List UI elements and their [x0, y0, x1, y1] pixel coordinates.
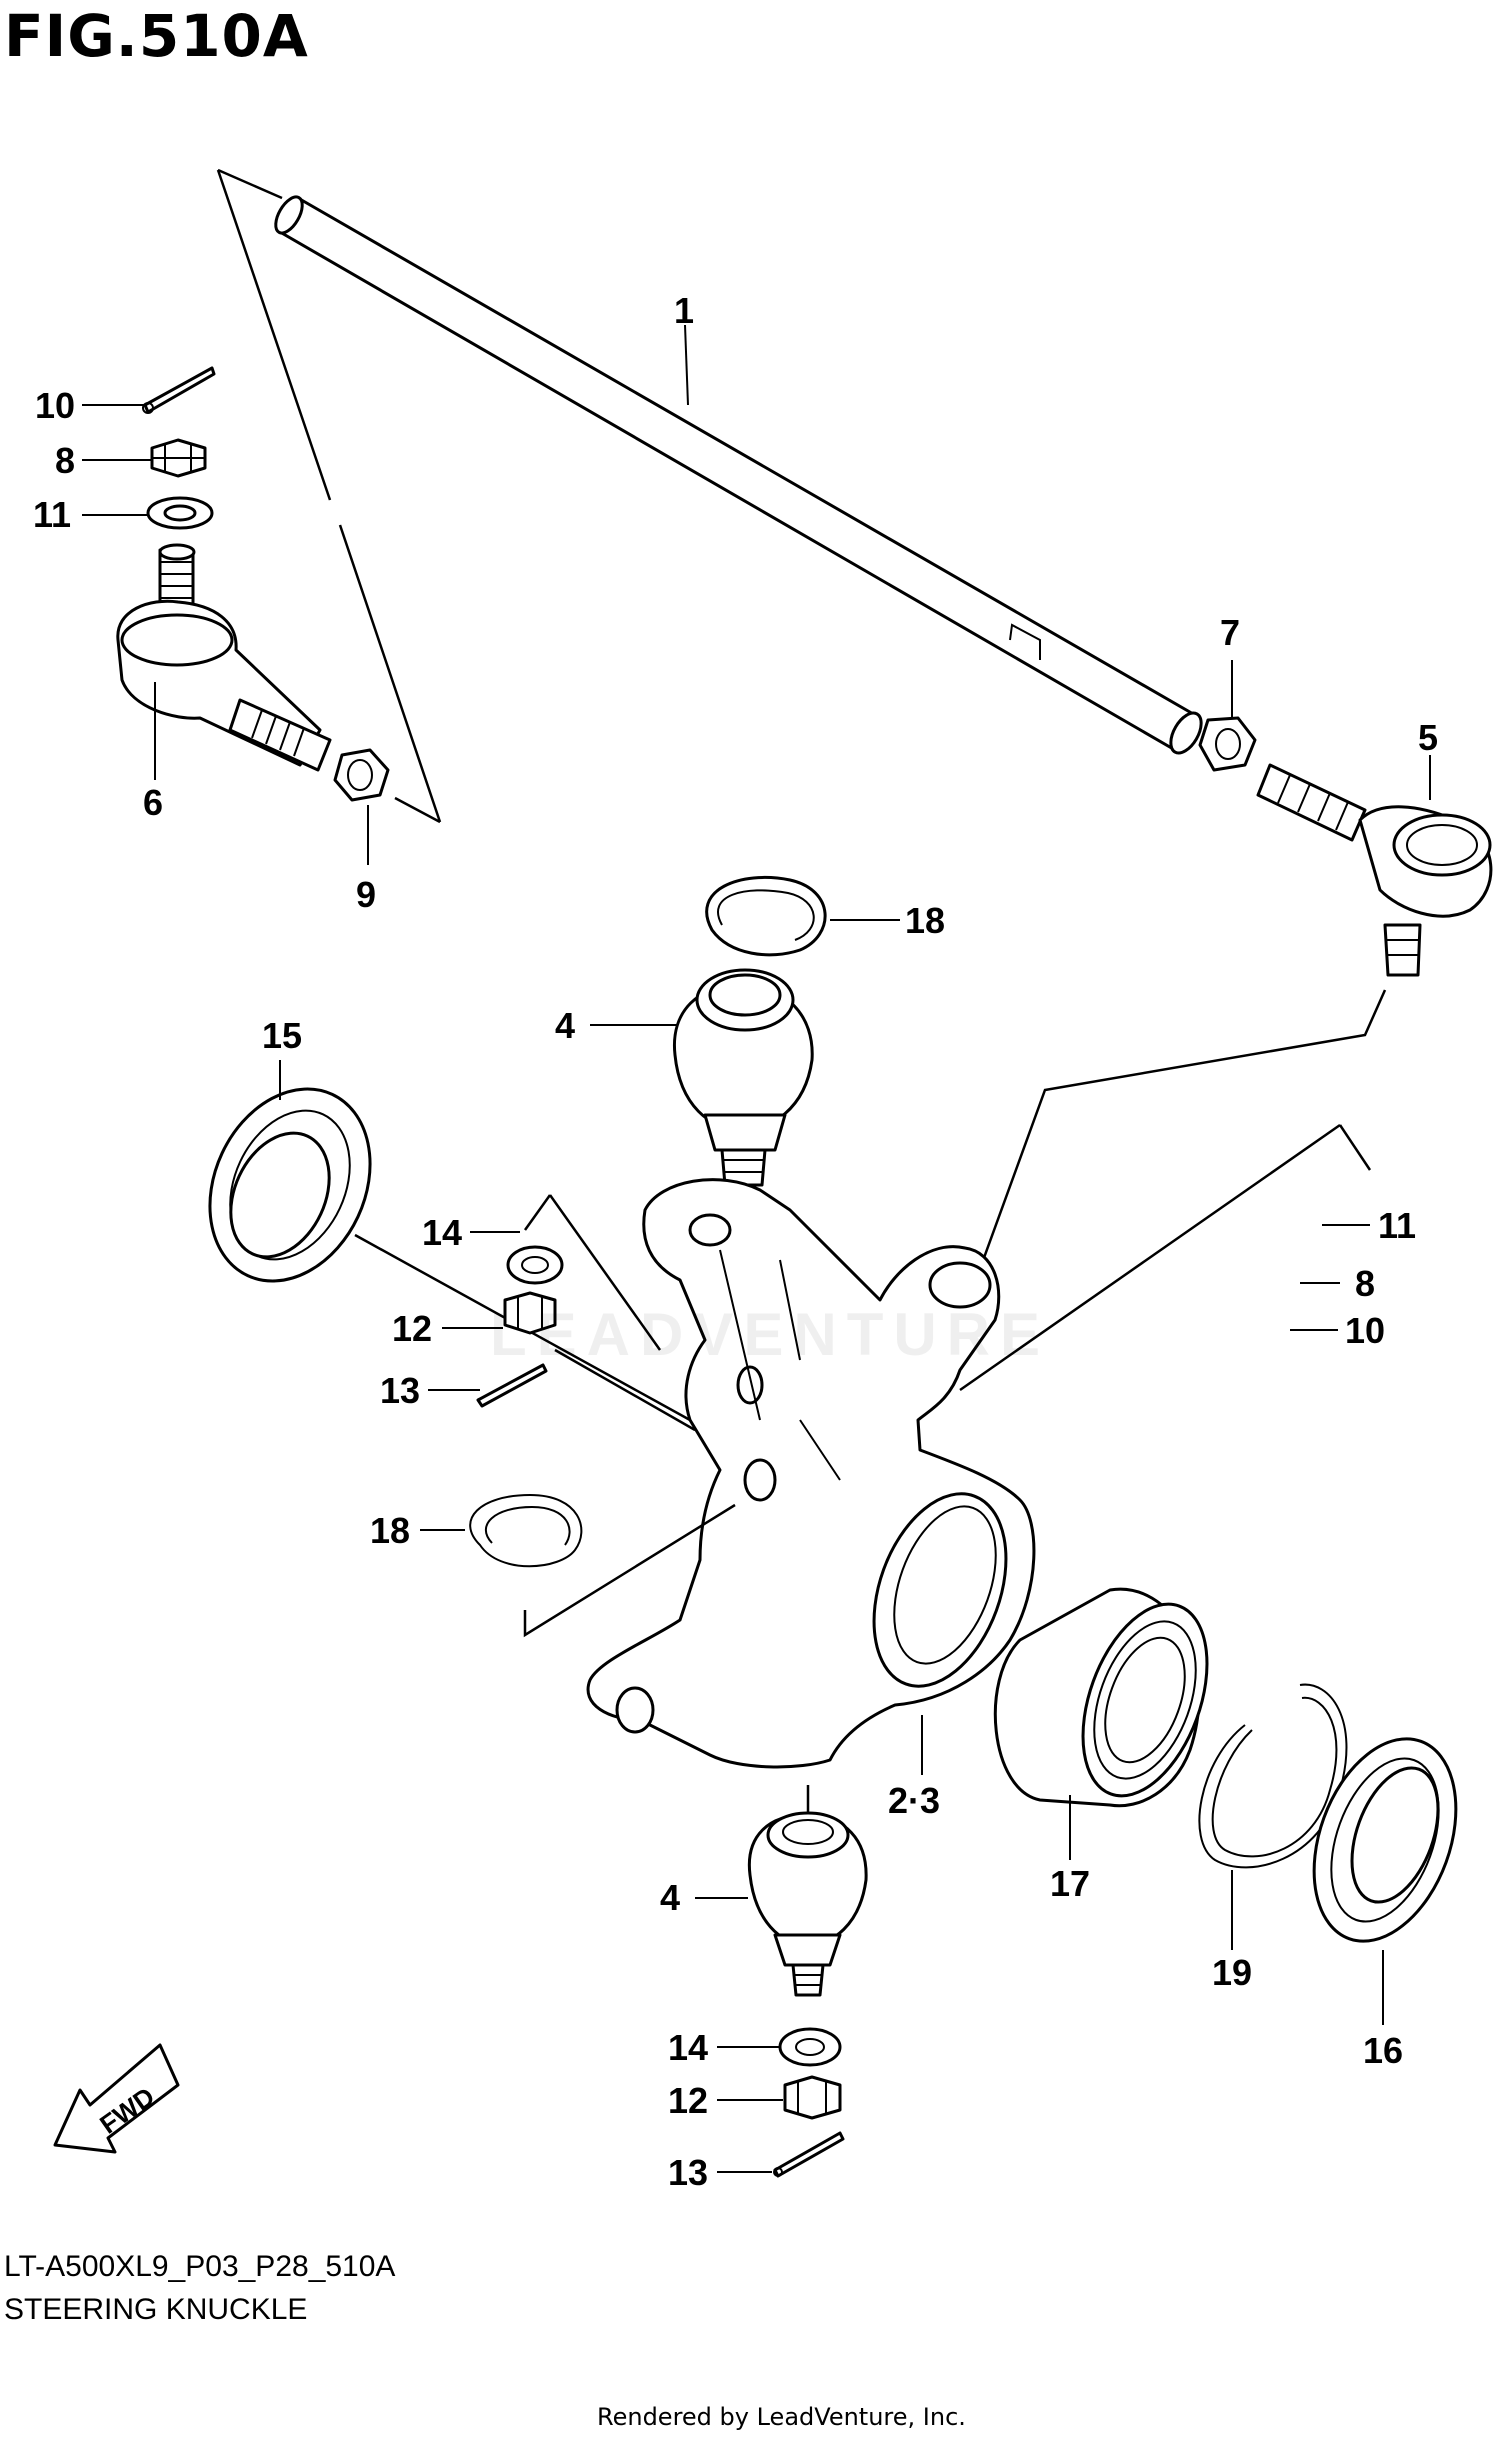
- callout-18-left[interactable]: 18: [370, 1510, 411, 1551]
- washer-14-top[interactable]: [506, 1245, 564, 1285]
- callout-16[interactable]: 16: [1363, 2030, 1404, 2071]
- snap-ring-top[interactable]: [705, 875, 827, 957]
- cotter-pin-top[interactable]: [142, 366, 216, 414]
- callout-leader-lines: [82, 324, 1431, 2173]
- callout-15[interactable]: 15: [262, 1015, 303, 1056]
- wheel-bearing[interactable]: [993, 1587, 1231, 1813]
- callout-19[interactable]: 19: [1212, 1952, 1253, 1993]
- callout-18-top[interactable]: 18: [905, 900, 946, 941]
- tie-rod[interactable]: [270, 193, 1207, 758]
- nut-right[interactable]: [1198, 716, 1257, 772]
- callout-17[interactable]: 17: [1050, 1863, 1091, 1904]
- group-bracket-left: [216, 168, 442, 824]
- fwd-arrow-icon: FWD: [53, 2043, 180, 2154]
- callout-4-bottom[interactable]: 4: [660, 1877, 681, 1918]
- washer-top[interactable]: [146, 496, 214, 530]
- oil-seal-left[interactable]: [180, 1063, 400, 1308]
- group-bracket-right: [959, 989, 1387, 1392]
- ball-joint-top[interactable]: [672, 968, 814, 1187]
- castle-nut-top[interactable]: [150, 438, 207, 478]
- washer-14-bottom[interactable]: [778, 2027, 842, 2067]
- callout-10-right[interactable]: 10: [1345, 1310, 1386, 1351]
- callout-6[interactable]: 6: [143, 782, 164, 823]
- callout-13-bottom[interactable]: 13: [668, 2152, 709, 2193]
- nut-left[interactable]: [333, 748, 390, 802]
- ball-joint-bottom[interactable]: [747, 1785, 868, 1997]
- callout-14-top[interactable]: 14: [422, 1212, 463, 1253]
- callout-9[interactable]: 9: [356, 874, 377, 915]
- callout-12-top[interactable]: 12: [392, 1308, 433, 1349]
- callout-7[interactable]: 7: [1220, 612, 1241, 653]
- callout-8-right[interactable]: 8: [1355, 1263, 1376, 1304]
- tie-rod-end-left[interactable]: [116, 543, 332, 772]
- callout-5[interactable]: 5: [1418, 717, 1439, 758]
- castle-nut-12-bottom[interactable]: [783, 2075, 842, 2120]
- render-credit: Rendered by LeadVenture, Inc.: [597, 2403, 966, 2431]
- diagram-caption: STEERING KNUCKLE: [4, 2293, 308, 2326]
- model-code: LT-A500XL9_P03_P28_510A: [4, 2250, 396, 2283]
- callout-12-bottom[interactable]: 12: [668, 2080, 709, 2121]
- group-bracket-mid: [523, 1194, 696, 1432]
- oil-seal-right[interactable]: [1288, 1719, 1482, 1961]
- cotter-pin-13-top[interactable]: [476, 1363, 548, 1408]
- castle-nut-12-top[interactable]: [503, 1291, 557, 1335]
- steering-knuckle[interactable]: [586, 1178, 1036, 1769]
- callout-2-3[interactable]: 2·3: [888, 1780, 941, 1821]
- leader-ring-to-knuckle: [523, 1503, 736, 1638]
- callout-8-top[interactable]: 8: [55, 440, 76, 481]
- figure-title: FIG.510A: [4, 2, 309, 70]
- callout-1[interactable]: 1: [674, 290, 695, 331]
- snap-ring-left[interactable]: [469, 1493, 583, 1568]
- tie-rod-end-right[interactable]: [1256, 763, 1493, 977]
- cotter-pin-13-bottom[interactable]: [773, 2131, 845, 2178]
- circlip[interactable]: [1198, 1683, 1348, 1869]
- watermark: LEADVENTURE: [490, 1301, 1051, 1368]
- callout-13-top[interactable]: 13: [380, 1370, 421, 1411]
- callout-11-top[interactable]: 11: [33, 494, 72, 535]
- callout-4-top[interactable]: 4: [555, 1005, 576, 1046]
- callout-11-right[interactable]: 11: [1378, 1205, 1417, 1246]
- callout-10-top[interactable]: 10: [35, 385, 76, 426]
- callout-14-bottom[interactable]: 14: [668, 2027, 709, 2068]
